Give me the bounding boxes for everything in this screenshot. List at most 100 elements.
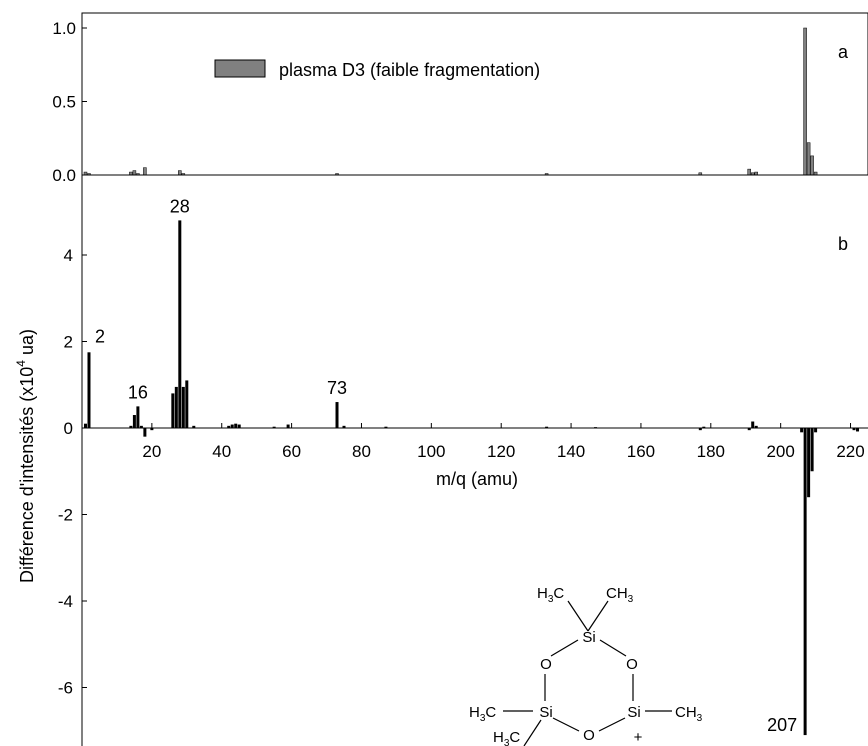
peak-label: 73 bbox=[327, 378, 347, 398]
bond bbox=[552, 717, 580, 732]
bar bbox=[272, 426, 276, 428]
bar bbox=[702, 426, 706, 428]
bar bbox=[698, 428, 702, 431]
peak-label: 16 bbox=[128, 382, 148, 402]
panel-b-bars bbox=[83, 220, 860, 736]
methyl-ch: CH bbox=[606, 585, 628, 602]
bond bbox=[567, 600, 589, 632]
bar bbox=[150, 428, 154, 431]
bar bbox=[384, 426, 388, 428]
bond bbox=[523, 719, 542, 746]
x-tick-label: 80 bbox=[352, 442, 371, 461]
bond bbox=[587, 600, 609, 632]
legend-swatch bbox=[214, 59, 266, 78]
methyl-sub: 3 bbox=[480, 713, 486, 724]
bar bbox=[806, 142, 811, 176]
methyl-ch: CH bbox=[675, 704, 697, 721]
atom-label: O bbox=[583, 727, 595, 744]
panel-a-y-ticks: 0.0 0.5 1.0 bbox=[52, 19, 87, 185]
bond bbox=[598, 717, 626, 732]
y-tick-label: -6 bbox=[58, 679, 73, 698]
legend-label: plasma D3 (faible fragmentation) bbox=[279, 60, 540, 80]
atom-label: Si bbox=[627, 704, 640, 721]
bar bbox=[751, 421, 755, 428]
bar bbox=[342, 425, 346, 428]
methyl-sub: 3 bbox=[628, 594, 634, 605]
y-tick-label: 0.0 bbox=[52, 166, 76, 185]
methyl-h: H bbox=[537, 585, 548, 602]
x-tick-label: 140 bbox=[557, 442, 585, 461]
x-tick-label: 220 bbox=[836, 442, 864, 461]
bar bbox=[83, 423, 87, 428]
charge-label: + bbox=[634, 729, 643, 746]
y-axis-title-sup: 4 bbox=[14, 360, 28, 367]
bar bbox=[335, 402, 339, 428]
bar bbox=[807, 428, 811, 498]
bar bbox=[803, 428, 807, 736]
methyl-label: H3C bbox=[469, 704, 496, 724]
panel-a: 0.0 0.5 1.0 a plasma D3 (faible fragmentat… bbox=[52, 12, 868, 185]
atom-label: O bbox=[626, 656, 638, 673]
bar bbox=[178, 170, 182, 176]
bar bbox=[747, 168, 751, 176]
bar bbox=[143, 428, 147, 437]
atom-label: Si bbox=[582, 629, 595, 646]
bar bbox=[814, 428, 818, 433]
y-tick-label: 0.5 bbox=[52, 93, 76, 112]
bar bbox=[594, 427, 598, 428]
panel-b-label: b bbox=[838, 234, 848, 254]
bond bbox=[550, 639, 579, 657]
bar bbox=[227, 425, 231, 428]
y-axis-title: Différence d'intensités (x104 ua) bbox=[14, 329, 37, 583]
methyl-label: CH3 bbox=[606, 585, 634, 605]
bar bbox=[178, 220, 182, 428]
y-tick-label: 4 bbox=[64, 246, 73, 265]
y-tick-label: 1.0 bbox=[52, 19, 76, 38]
x-axis-title: m/q (amu) bbox=[436, 469, 518, 489]
x-tick-label: 20 bbox=[142, 442, 161, 461]
panel-a-bars bbox=[83, 27, 818, 176]
bar bbox=[800, 428, 804, 433]
bar bbox=[136, 406, 140, 429]
y-tick-label: -4 bbox=[58, 592, 73, 611]
methyl-sub: 3 bbox=[504, 738, 510, 746]
bar bbox=[852, 428, 856, 431]
bar bbox=[803, 27, 807, 176]
panel-a-label: a bbox=[838, 42, 849, 62]
x-tick-label: 160 bbox=[627, 442, 655, 461]
bar bbox=[747, 428, 751, 431]
peak-label: 207 bbox=[767, 715, 797, 735]
y-tick-label: -2 bbox=[58, 506, 73, 525]
bar bbox=[143, 167, 147, 176]
methyl-c: C bbox=[485, 704, 496, 721]
bar bbox=[87, 352, 91, 428]
bar bbox=[234, 423, 238, 428]
bar bbox=[132, 170, 137, 176]
methyl-sub: 3 bbox=[697, 713, 703, 724]
x-tick-label: 200 bbox=[766, 442, 794, 461]
bond bbox=[599, 639, 627, 657]
y-tick-label: 2 bbox=[64, 333, 73, 352]
methyl-label: H3C bbox=[537, 585, 564, 605]
methyl-c: C bbox=[509, 729, 520, 746]
bar bbox=[856, 428, 860, 432]
methyl-c: C bbox=[553, 585, 564, 602]
x-tick-label: 180 bbox=[697, 442, 725, 461]
panel-a-frame bbox=[81, 12, 868, 176]
bar bbox=[139, 425, 143, 428]
molecule-labels: Si O O Si Si O + H3C CH3 H3C CH3 H3C bbox=[469, 585, 703, 746]
methyl-label: CH3 bbox=[675, 704, 703, 724]
bar bbox=[810, 428, 814, 472]
methyl-sub: 3 bbox=[548, 594, 554, 605]
peak-label: 2 bbox=[95, 326, 105, 346]
bar bbox=[132, 415, 136, 428]
x-tick-label: 40 bbox=[212, 442, 231, 461]
bar bbox=[174, 386, 178, 428]
methyl-h: H bbox=[493, 729, 504, 746]
methyl-h: H bbox=[469, 704, 480, 721]
x-tick-label: 120 bbox=[487, 442, 515, 461]
